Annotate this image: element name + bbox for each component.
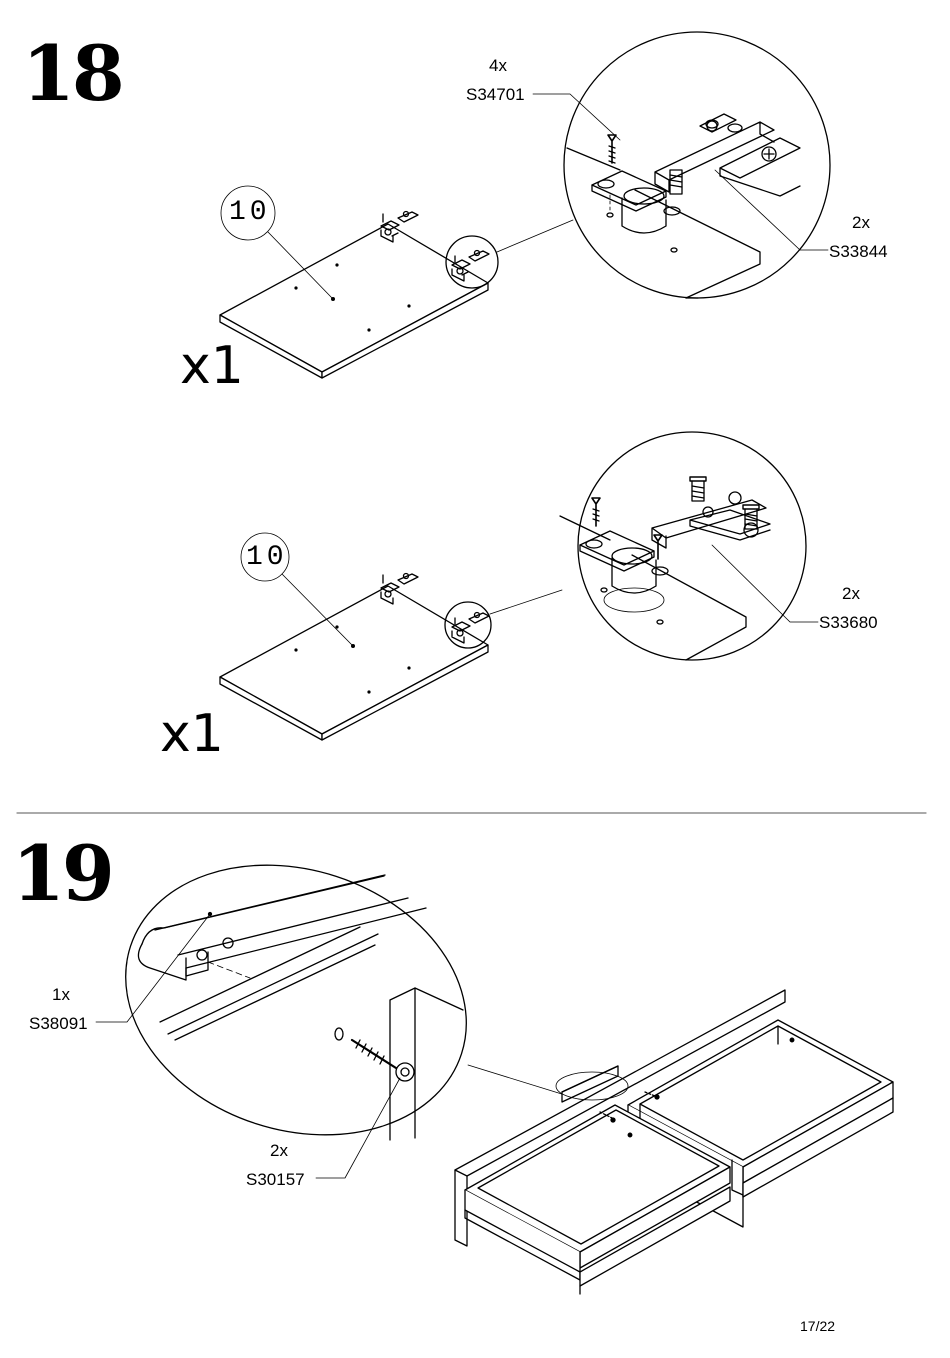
drawer-detail-ellipse bbox=[125, 864, 467, 1141]
step-number-19: 19 bbox=[12, 829, 115, 918]
detail-leader-drawer bbox=[467, 1064, 566, 1096]
hinge-detail-bottom bbox=[559, 431, 807, 661]
part-callout-top: 10 bbox=[229, 197, 271, 228]
leader-s33680 bbox=[711, 544, 819, 623]
hardware-qty-s33680: 2x bbox=[842, 584, 860, 603]
leader-s38091 bbox=[95, 913, 211, 1023]
panel-quantity-top: x1 bbox=[180, 336, 244, 396]
page-number: 17/22 bbox=[800, 1318, 836, 1334]
hardware-qty-s33844: 2x bbox=[852, 213, 870, 232]
callout-circle-top bbox=[220, 185, 276, 241]
hinge-small-bottom-2 bbox=[451, 611, 490, 644]
detail-leader-top bbox=[496, 219, 574, 253]
hinge-small-top-1 bbox=[380, 210, 419, 243]
leader-s34701 bbox=[532, 93, 621, 141]
hardware-qty-s30157: 2x bbox=[270, 1141, 288, 1160]
hardware-code-s33844: S33844 bbox=[829, 242, 888, 261]
detail-leader-bottom bbox=[489, 589, 563, 615]
part-callout-bottom: 10 bbox=[246, 542, 288, 573]
hardware-code-s30157: S30157 bbox=[246, 1170, 305, 1189]
hardware-code-s38091: S38091 bbox=[29, 1014, 88, 1033]
detail-marker-top bbox=[445, 235, 499, 289]
door-panel-top bbox=[219, 223, 489, 379]
leader-s33844 bbox=[714, 169, 829, 251]
door-panel-bottom bbox=[219, 585, 489, 741]
hardware-qty-s38091: 1x bbox=[52, 985, 70, 1004]
detail-marker-bottom bbox=[444, 601, 492, 649]
hardware-code-s33680: S33680 bbox=[819, 613, 878, 632]
callout-circle-bottom bbox=[240, 532, 290, 582]
step-number-18: 18 bbox=[22, 29, 125, 118]
callout-leader-bottom bbox=[281, 573, 353, 646]
hinge-small-bottom-1 bbox=[380, 572, 419, 605]
leader-s30157 bbox=[315, 1077, 401, 1179]
panel-quantity-bottom: x1 bbox=[160, 704, 224, 764]
callout-leader-top bbox=[267, 231, 333, 299]
hinge-detail-top bbox=[563, 31, 831, 299]
hardware-code-s34701: S34701 bbox=[466, 85, 525, 104]
hinge-small-top-2 bbox=[451, 249, 490, 282]
hardware-qty-s34701: 4x bbox=[489, 56, 507, 75]
drawer-cabinet bbox=[454, 989, 894, 1295]
